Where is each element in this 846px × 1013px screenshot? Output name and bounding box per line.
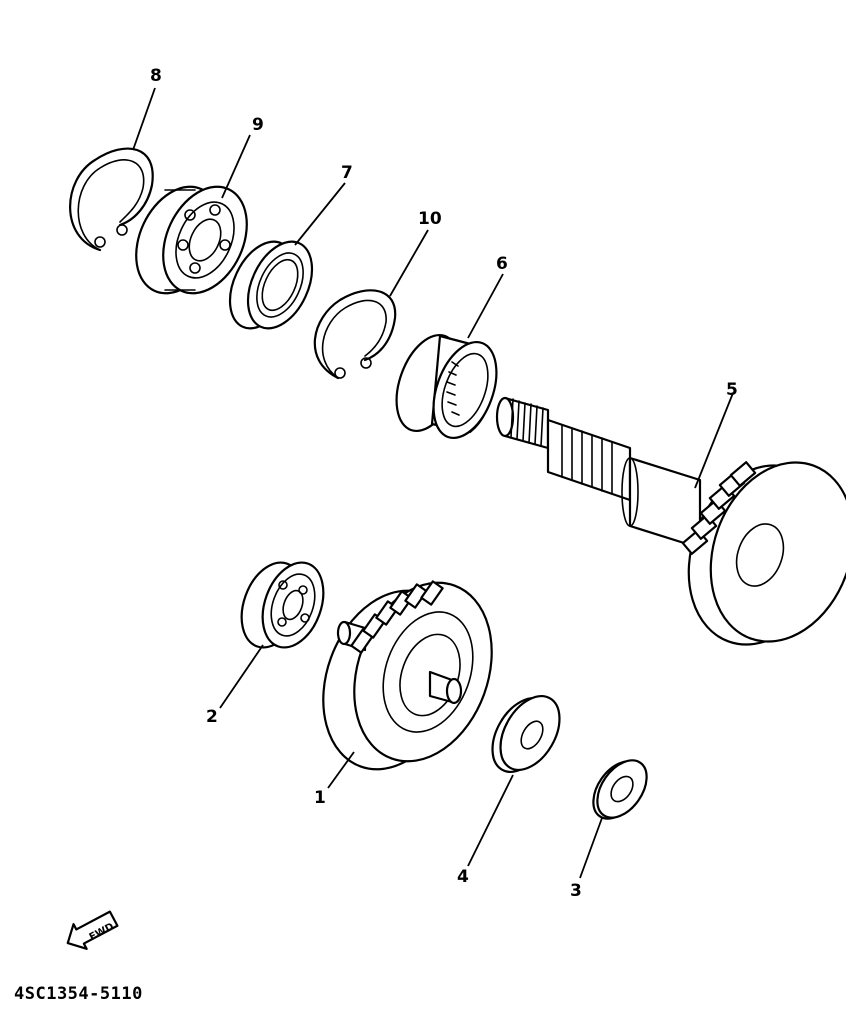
drawing-code: 4SC1354-5110 xyxy=(14,984,143,1004)
leader-6 xyxy=(467,273,504,339)
leader-1 xyxy=(327,751,355,789)
callout-3: 3 xyxy=(570,881,582,901)
callout-1: 1 xyxy=(314,788,326,808)
callout-4: 4 xyxy=(457,867,469,887)
part-10-circlip xyxy=(313,289,397,380)
part-8-circlip xyxy=(69,147,154,252)
leader-10 xyxy=(389,229,429,297)
callout-7: 7 xyxy=(341,163,353,183)
leader-2 xyxy=(219,644,264,709)
leader-lines xyxy=(132,87,734,879)
callout-8: 8 xyxy=(150,66,162,86)
part-2-ball-bearing xyxy=(240,561,325,649)
leader-3 xyxy=(579,817,603,879)
callout-2: 2 xyxy=(206,707,218,727)
part-6-needle-bearing xyxy=(395,333,498,440)
part-7-oil-seal xyxy=(228,240,314,330)
part-3-washer xyxy=(592,759,648,820)
fwd-arrow-icon: FWD xyxy=(66,910,119,950)
callout-5: 5 xyxy=(726,380,738,400)
leader-5 xyxy=(694,392,734,489)
leader-8 xyxy=(132,87,156,151)
leader-4 xyxy=(467,774,514,867)
part-1-gear xyxy=(322,580,493,771)
part-9-ball-bearing xyxy=(135,185,248,295)
callout-10: 10 xyxy=(418,209,442,229)
leader-9 xyxy=(221,134,251,199)
callouts: 8 9 7 10 6 5 2 1 4 3 xyxy=(150,66,738,901)
callout-9: 9 xyxy=(252,115,264,135)
part-4-washer xyxy=(491,695,561,773)
part-5-shaft-gear xyxy=(495,396,846,646)
leader-7 xyxy=(294,182,346,246)
callout-6: 6 xyxy=(496,254,508,274)
